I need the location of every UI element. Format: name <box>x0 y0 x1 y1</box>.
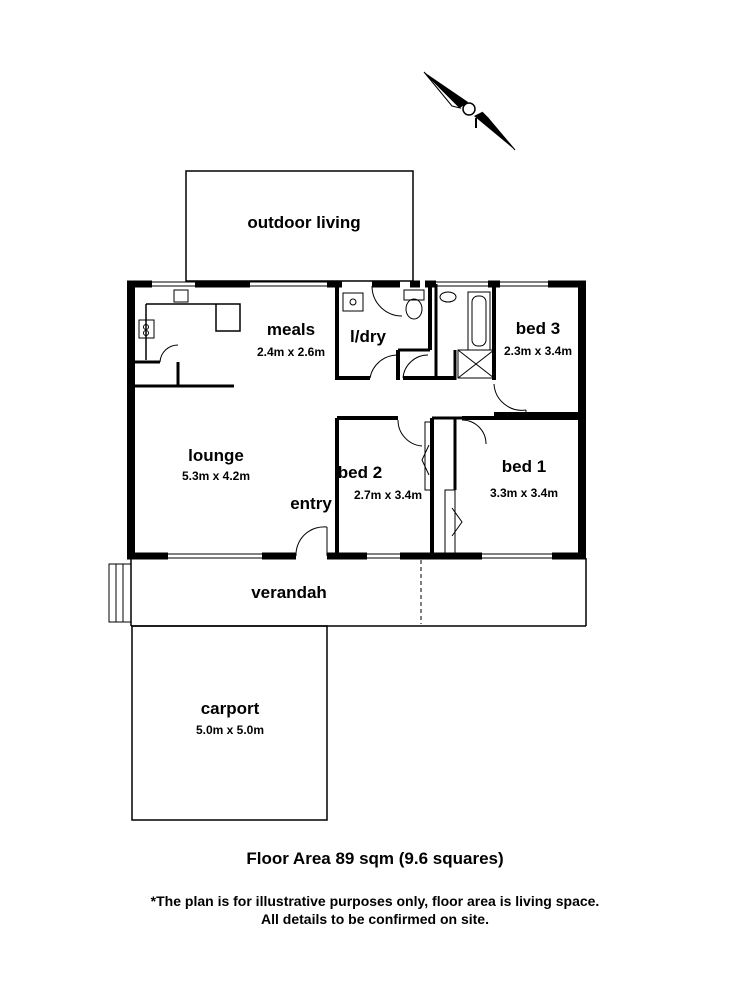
floor-plan: outdoor living <box>108 71 587 821</box>
interior-walls <box>135 284 586 557</box>
bed2-dims: 2.7m x 3.4m <box>354 488 422 502</box>
verandah-label: verandah <box>251 583 327 602</box>
lounge-label: lounge <box>188 446 244 465</box>
carport-area <box>131 625 328 821</box>
floor-area-title: Floor Area 89 sqm (9.6 squares) <box>246 849 504 868</box>
disclaimer-line-1: *The plan is for illustrative purposes o… <box>150 893 600 909</box>
carport-dims: 5.0m x 5.0m <box>196 723 264 737</box>
verandah-area <box>108 558 587 627</box>
disclaimer-line-2: All details to be confirmed on site. <box>261 911 489 927</box>
carport-label: carport <box>201 699 260 718</box>
outdoor-living-area <box>185 170 414 282</box>
outdoor-living-label: outdoor living <box>247 213 360 232</box>
meals-dims: 2.4m x 2.6m <box>257 345 325 359</box>
laundry-label: l/dry <box>350 327 386 346</box>
entry-label: entry <box>290 494 332 513</box>
lounge-dims: 5.3m x 4.2m <box>182 469 250 483</box>
bed2-label: bed 2 <box>338 463 382 482</box>
meals-label: meals <box>267 320 315 339</box>
disclaimer: *The plan is for illustrative purposes o… <box>0 892 750 928</box>
bed3-label: bed 3 <box>516 319 560 338</box>
bed1-label: bed 1 <box>502 457 546 476</box>
bed1-dims: 3.3m x 3.4m <box>490 486 558 500</box>
bed3-dims: 2.3m x 3.4m <box>504 344 572 358</box>
north-arrow-icon <box>423 71 516 151</box>
house-walls <box>127 280 586 560</box>
